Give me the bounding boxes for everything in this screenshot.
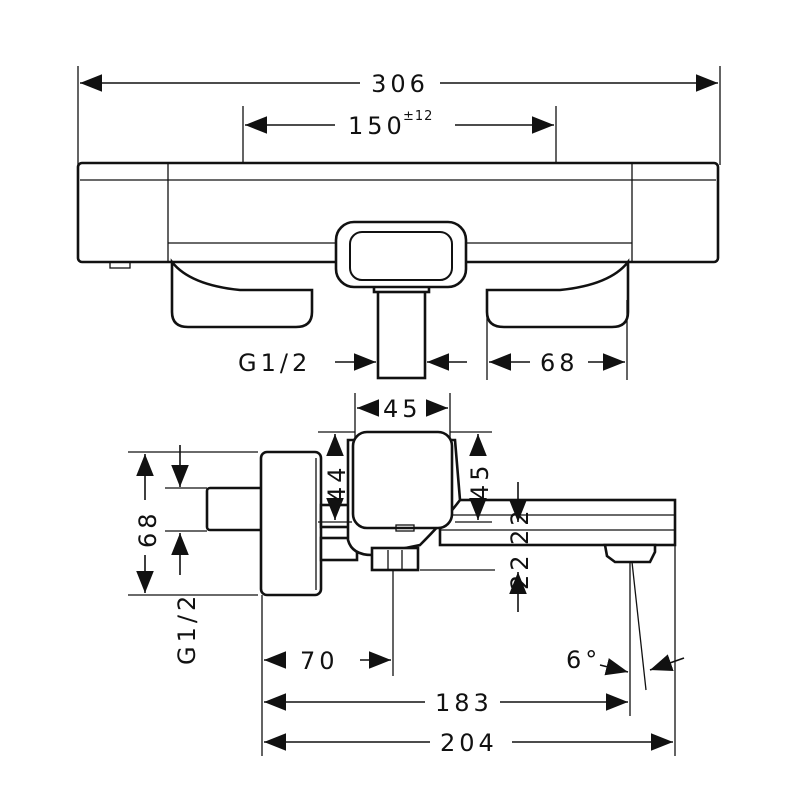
dimension-spout-angle: 6° bbox=[566, 646, 685, 676]
dim-label-68-side: 68 bbox=[134, 509, 162, 548]
inlet-stub bbox=[205, 486, 265, 532]
dim-tolerance: ±12 bbox=[403, 109, 433, 124]
dim-label-70: 70 bbox=[300, 647, 339, 675]
dim-label-22-lower: 22 bbox=[506, 551, 534, 590]
dim-label-g12-side: G1/2 bbox=[173, 592, 201, 665]
wall-plate bbox=[259, 450, 323, 597]
dimension-total-depth: 204 bbox=[264, 729, 673, 757]
dimension-center-distance: 150 ±12 bbox=[242, 106, 557, 228]
dim-label-22-upper: 22 bbox=[506, 506, 534, 545]
dim-label-g12-top: G1/2 bbox=[238, 349, 311, 377]
dim-label-45-right: 45 bbox=[466, 461, 494, 500]
dimension-inlet-thread: G1/2 bbox=[165, 445, 207, 665]
dimension-spout-height: 22 22 bbox=[420, 482, 534, 612]
dim-label-150: 150 bbox=[348, 112, 406, 140]
dimension-outlet-thread: G1/2 bbox=[238, 349, 467, 377]
dim-label-angle: 6° bbox=[566, 646, 601, 674]
bottom-connector bbox=[370, 546, 420, 572]
left-handle bbox=[170, 258, 314, 329]
dim-label-204: 204 bbox=[440, 729, 498, 757]
square-handle bbox=[351, 430, 454, 530]
spout-aerator bbox=[603, 543, 657, 564]
mixer-body-top bbox=[76, 161, 720, 380]
dimension-overall-width: 306 bbox=[77, 66, 721, 165]
dimension-handle-height-right: 45 bbox=[450, 431, 494, 523]
outlet-pipe bbox=[376, 286, 427, 380]
right-handle bbox=[485, 258, 630, 329]
center-knob bbox=[334, 220, 468, 289]
dimension-handle-width: 68 bbox=[486, 300, 628, 380]
dimension-outlet-offset: 70 bbox=[264, 647, 391, 675]
dim-label-44: 44 bbox=[323, 463, 351, 502]
dimension-handle-height-left: 44 bbox=[318, 431, 355, 523]
dimension-spout-reach: 183 bbox=[264, 689, 628, 717]
dimension-handle-width-side: 45 bbox=[354, 393, 451, 440]
dim-label-306: 306 bbox=[371, 70, 429, 98]
top-view: 306 150 ±12 bbox=[76, 66, 721, 380]
dim-label-45-top: 45 bbox=[383, 395, 422, 423]
dim-label-68-top: 68 bbox=[540, 349, 579, 377]
side-view: 45 44 bbox=[128, 393, 685, 757]
dim-label-183: 183 bbox=[435, 689, 493, 717]
dimension-plate-height: 68 bbox=[128, 451, 258, 596]
